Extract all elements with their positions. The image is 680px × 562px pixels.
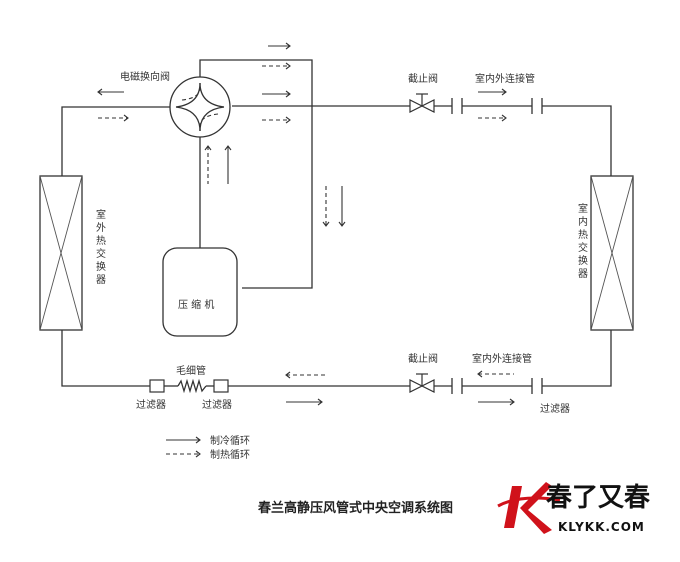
legend-heating-label: 制热循环 (210, 448, 250, 461)
indoor-heat-exchanger (590, 175, 634, 331)
pipe-indoor-top (542, 105, 612, 176)
connecting-pipe-top-label: 室内外连接管 (475, 72, 535, 85)
union-top-right (531, 98, 543, 114)
arrow-cooling-head (285, 42, 291, 50)
connecting-pipe-bottom-label: 室内外连接管 (472, 352, 532, 365)
capillary-tube (177, 378, 207, 394)
outdoor-heat-exchanger (39, 175, 83, 331)
filter-right-label: 过滤器 (540, 402, 570, 415)
capillary-label: 毛细管 (176, 364, 206, 377)
stop-valve-top (409, 93, 435, 113)
pipe-indoor-bottom (542, 330, 612, 387)
filter-left-label: 过滤器 (136, 398, 166, 411)
filter-mid-label: 过滤器 (202, 398, 232, 411)
arrow-heating-head (285, 62, 291, 70)
pipe-outdoor-bottom (61, 330, 150, 387)
union-top-left (451, 98, 463, 114)
filter-mid (213, 379, 229, 393)
arrow-heating-head (285, 371, 291, 379)
arrow-cooling-head (97, 88, 103, 96)
brand-text: 春了又春 (546, 483, 650, 513)
legend-cooling-label: 制冷循环 (210, 434, 250, 447)
arrow-heating-head (204, 145, 212, 151)
arrow-cooling-head (338, 221, 346, 227)
arrow-heating-head (322, 221, 330, 227)
compressor-label: 压 缩 机 (178, 298, 214, 311)
stop-valve-top-label: 截止阀 (408, 72, 438, 85)
arrow-cooling-head (501, 88, 507, 96)
compressor (162, 247, 238, 337)
legend: 制冷循环 制热循环 (166, 434, 250, 461)
arrow-cooling-head (509, 398, 515, 406)
union-bottom-right (531, 378, 543, 394)
arrow-cooling-head (285, 90, 291, 98)
arrow-heating-head (501, 114, 507, 122)
outdoor-hx-label: 室外热交换器 (96, 208, 106, 286)
arrow-heating-head (285, 116, 291, 124)
filter-left (149, 379, 165, 393)
logo-mark (497, 482, 561, 534)
piping (61, 59, 612, 387)
pipe-outdoor-top (61, 106, 170, 176)
stop-valve-bottom-label: 截止阀 (408, 352, 438, 365)
union-bottom-left (451, 378, 463, 394)
flow-arrows (97, 42, 515, 406)
brand-logo: 春了又春 KLYKK.COM (497, 482, 650, 534)
arrow-heating-head (477, 370, 483, 378)
diagram-title: 春兰高静压风管式中央空调系统图 (257, 500, 453, 516)
stop-valve-bottom (409, 373, 435, 393)
arrow-cooling-head (224, 145, 232, 151)
reversing-valve-label: 电磁换向阀 (120, 70, 170, 83)
pipe-discharge (199, 59, 313, 289)
legend-cooling-swatch-head (195, 436, 201, 444)
legend-heating-swatch-head (195, 450, 201, 458)
indoor-hx-label: 室内热交换器 (578, 202, 588, 280)
brand-url: KLYKK.COM (558, 520, 645, 534)
arrow-heating-head (123, 114, 129, 122)
reversing-valve (169, 76, 231, 138)
arrow-cooling-head (317, 398, 323, 406)
